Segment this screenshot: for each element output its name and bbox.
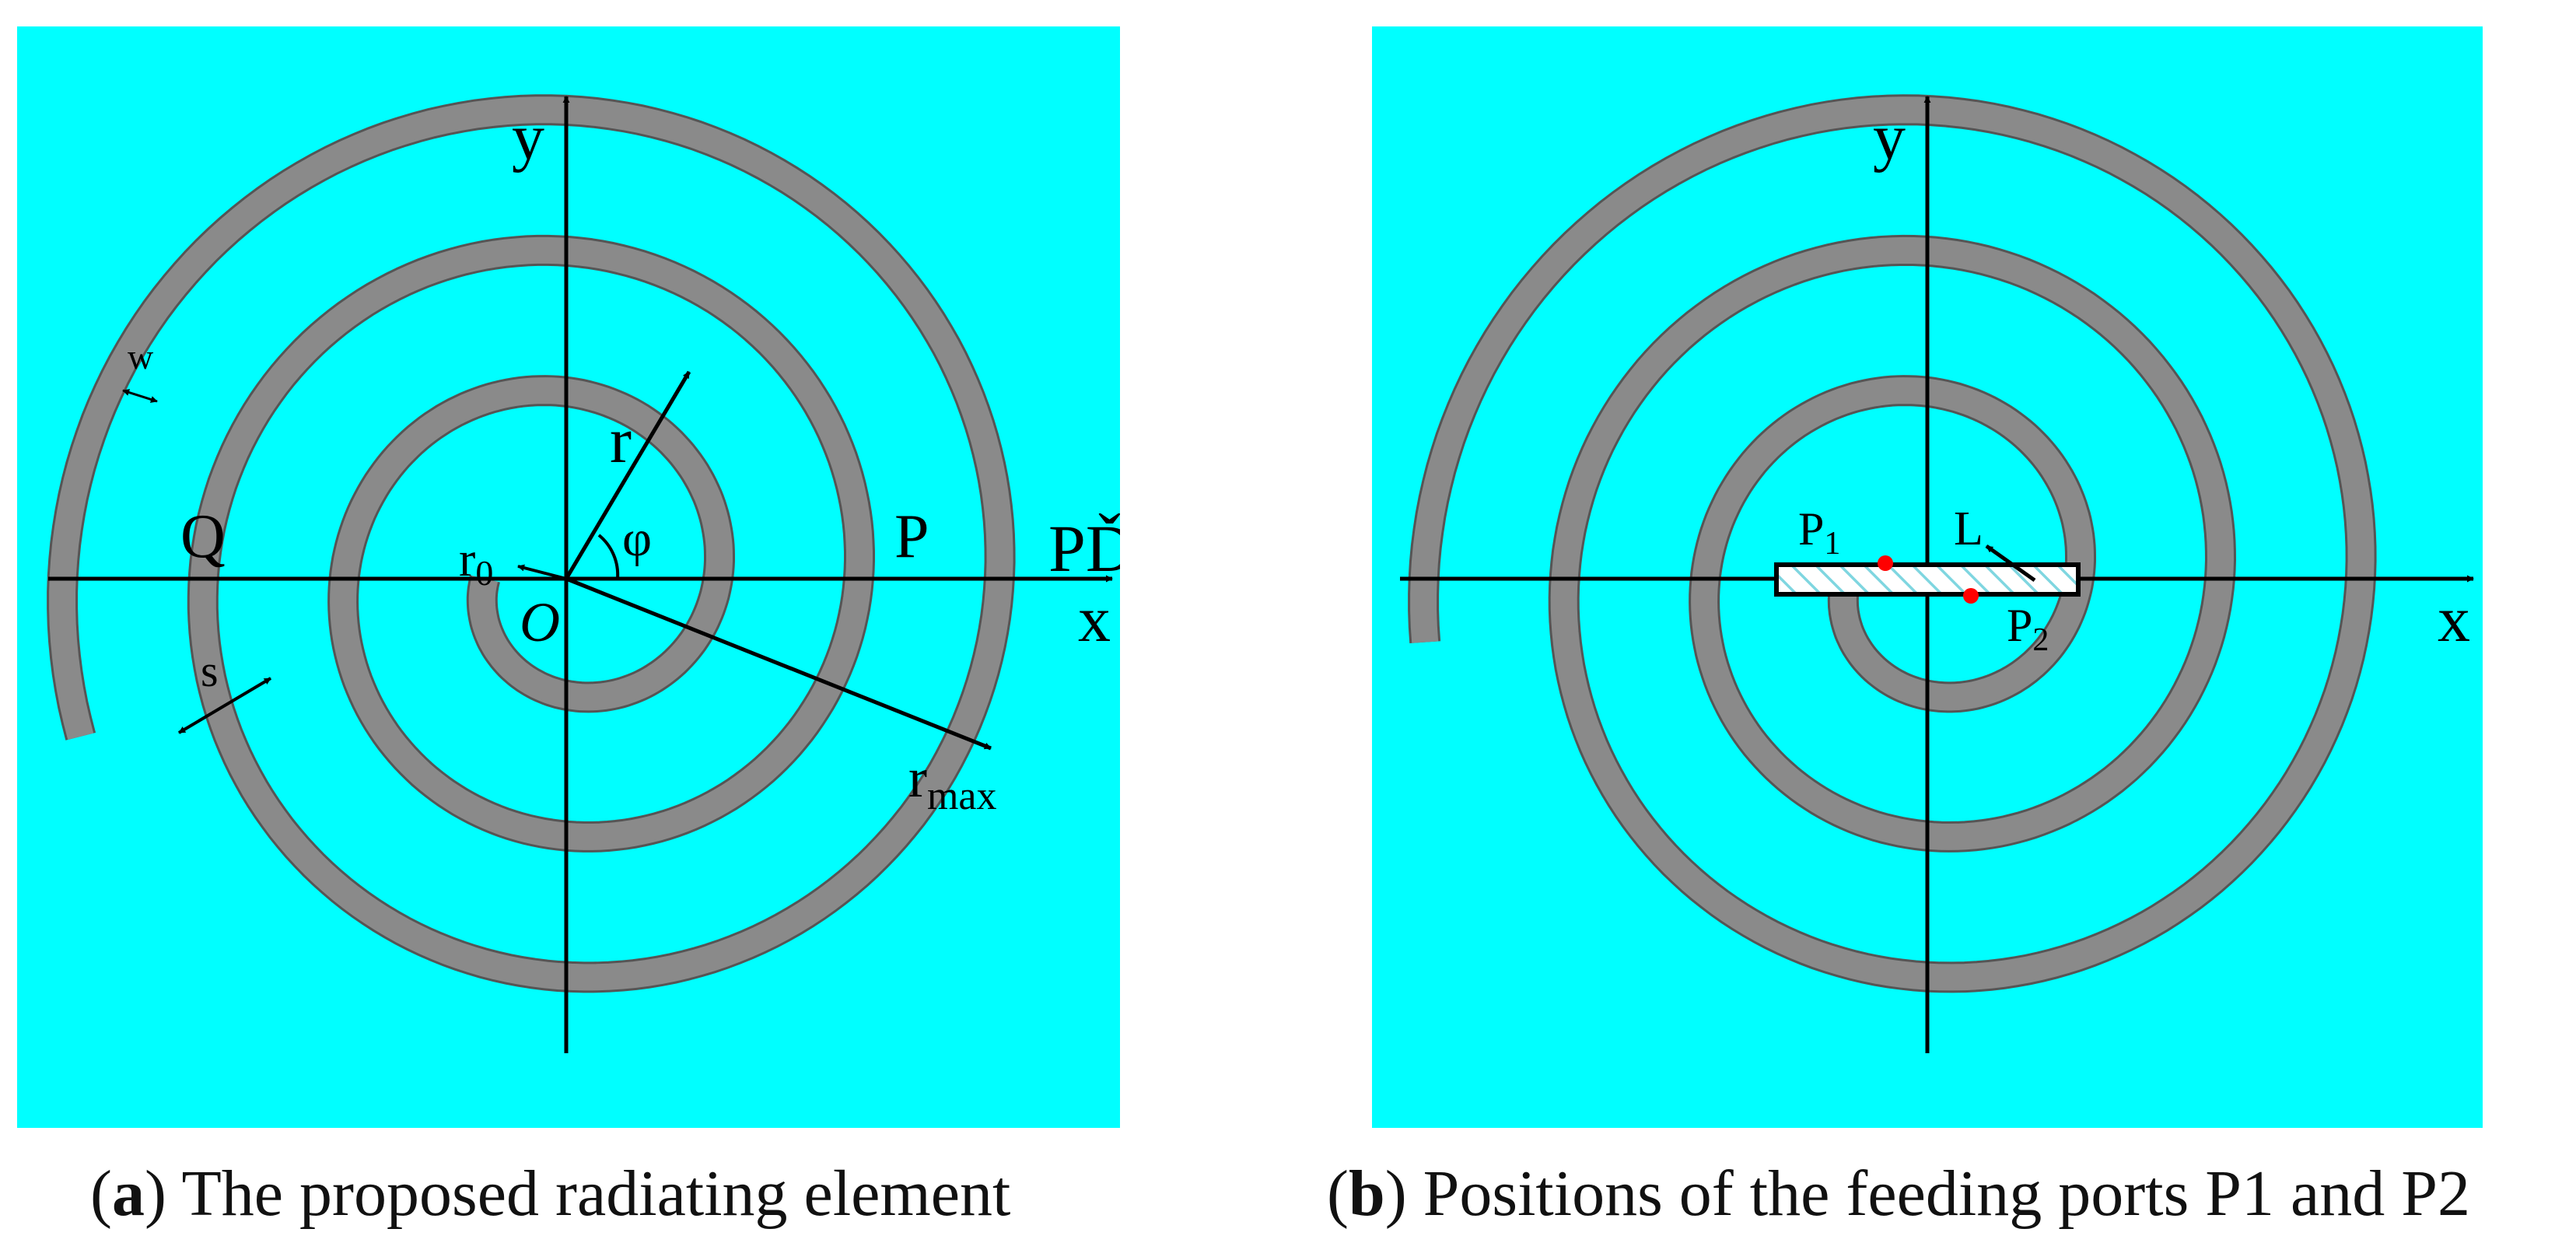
- s-dimension: [177, 677, 272, 734]
- phi-label: φ: [622, 510, 652, 567]
- port-p1-label: P1: [1798, 503, 1840, 562]
- r-arrow: [564, 370, 691, 580]
- port-p2: [1963, 588, 1979, 604]
- y-axis-label: y: [1873, 101, 1906, 173]
- L-label: L: [1954, 502, 1983, 555]
- panel-a: y x O r φ r0 rmax Q P PĎ s w: [17, 26, 1120, 1128]
- panel-b: y x L P1 P2: [1372, 26, 2483, 1128]
- point-P-label: P: [894, 502, 929, 571]
- port-p1: [1878, 555, 1893, 571]
- rmax-label: rmax: [908, 747, 997, 818]
- origin-label: O: [520, 591, 560, 653]
- point-Q-label: Q: [180, 502, 226, 571]
- feed-strip: [1774, 562, 2081, 597]
- phi-arc: [597, 534, 620, 579]
- w-label: w: [128, 337, 154, 376]
- L-arrow: [1985, 544, 2036, 583]
- caption-b: (b) Positions of the feeding ports P1 an…: [1327, 1157, 2470, 1230]
- spiral-diagram-b: y x L P1 P2: [1372, 26, 2483, 1128]
- port-p2-label: P2: [2007, 600, 2049, 658]
- x-axis-label: x: [2438, 583, 2470, 656]
- r0-label: r0: [459, 531, 493, 593]
- r-label: r: [610, 404, 632, 477]
- w-dimension: [122, 389, 158, 403]
- x-axis-label: x: [1078, 583, 1111, 656]
- r0-arrow: [517, 564, 567, 580]
- caption-a: (a) The proposed radiating element: [90, 1157, 1011, 1230]
- s-label: s: [201, 646, 219, 696]
- spiral-arm: [49, 96, 1013, 991]
- point-P-prime-label: PĎ: [1048, 511, 1120, 586]
- rmax-arrow: [565, 576, 992, 751]
- y-axis-label: y: [512, 101, 544, 173]
- spiral-diagram-a: y x O r φ r0 rmax Q P PĎ s w: [17, 26, 1120, 1128]
